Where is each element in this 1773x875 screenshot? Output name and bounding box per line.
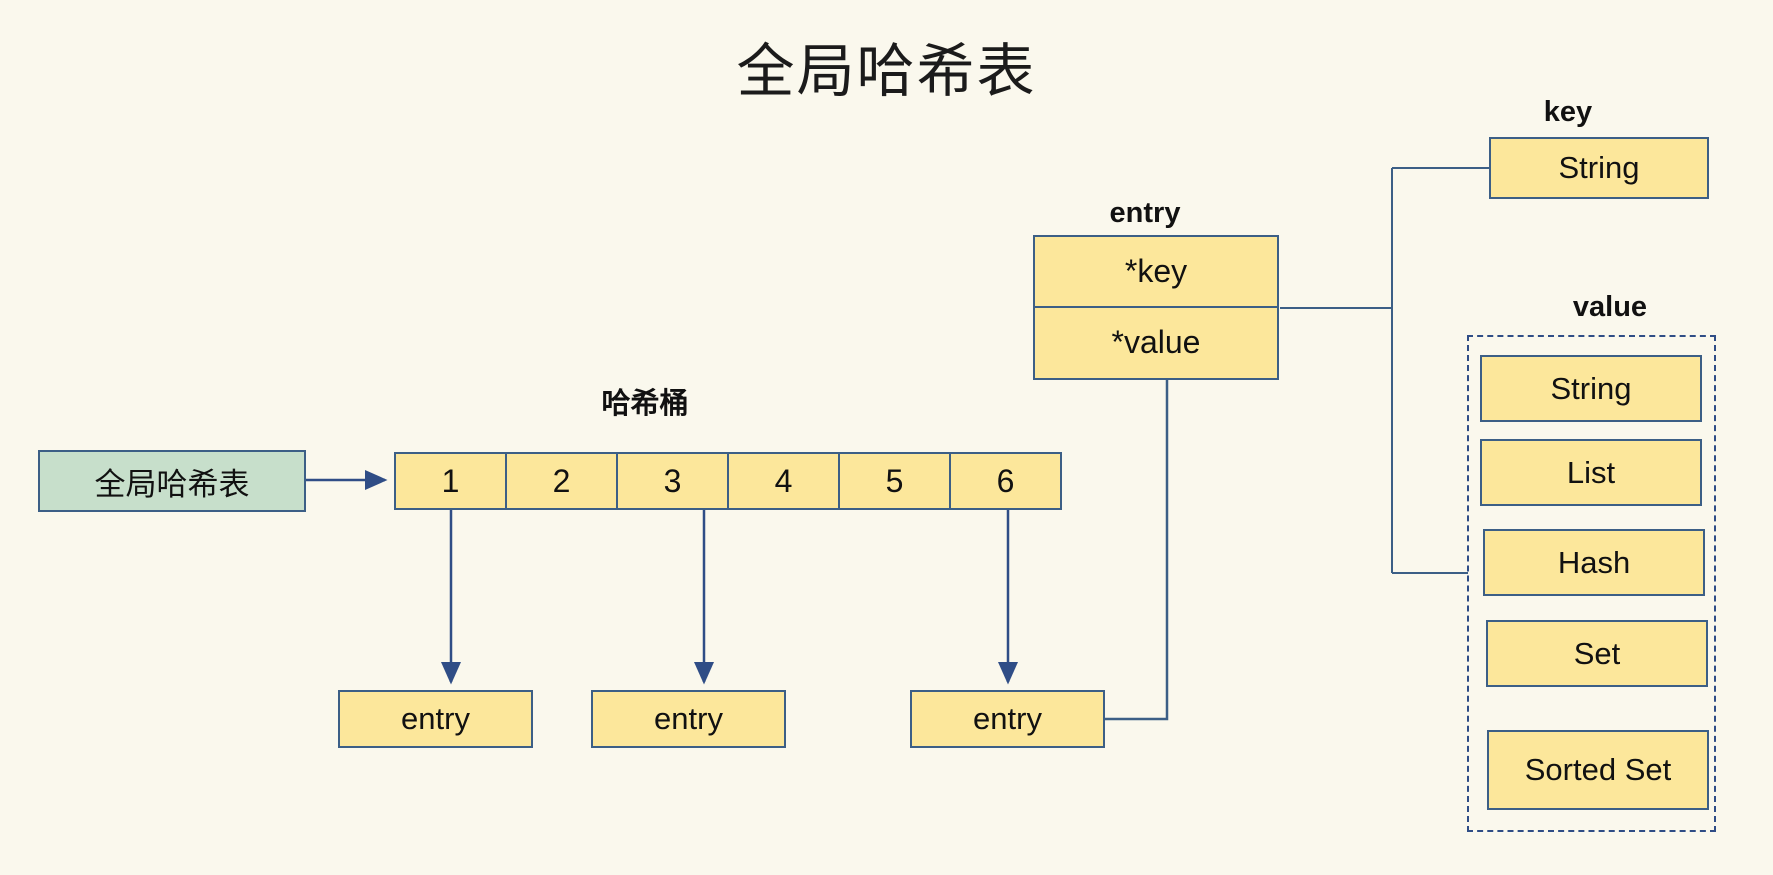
key-type-string-label: String	[1558, 150, 1640, 185]
entry-struct-title: entry	[1109, 197, 1181, 229]
value-group-container	[1467, 335, 1716, 832]
bucket-cell-4[interactable]: 4	[729, 454, 840, 508]
value-type-list-label: List	[1566, 454, 1616, 490]
entry-box-3-label: entry	[973, 701, 1042, 736]
key-type-string[interactable]: String	[1489, 137, 1709, 199]
value-type-sorted-set-label: Sorted Set	[1524, 752, 1672, 787]
value-type-sorted-set[interactable]: Sorted Set	[1487, 730, 1709, 810]
bucket-cell-3[interactable]: 3	[618, 454, 729, 508]
value-type-set[interactable]: Set	[1486, 620, 1708, 687]
bucket-cell-6[interactable]: 6	[996, 462, 1015, 499]
entry-box-2[interactable]: entry	[591, 690, 786, 748]
bucket-cell-5[interactable]: 5	[840, 454, 951, 508]
hash-bucket-array: 1 2 3 4 5 6	[394, 452, 1062, 510]
key-group-title: key	[1543, 96, 1593, 128]
page-title: 全局哈希表	[736, 39, 1037, 104]
entry-box-2-label: entry	[654, 701, 723, 736]
value-group-title: value	[1572, 291, 1648, 323]
value-type-string[interactable]: String	[1480, 355, 1702, 422]
value-type-string-label: String	[1550, 370, 1632, 406]
global-hash-table-label: 全局哈希表	[94, 466, 250, 502]
value-type-hash-label: Hash	[1557, 544, 1631, 580]
value-type-set-label: Set	[1573, 635, 1621, 671]
global-hash-table-box[interactable]: 全局哈希表	[38, 450, 306, 512]
value-type-hash[interactable]: Hash	[1483, 529, 1705, 596]
entry-struct-box: *key *value	[1033, 235, 1279, 380]
hash-bucket-title: 哈希桶	[601, 388, 689, 420]
entry-box-3[interactable]: entry	[910, 690, 1105, 748]
entry-box-1[interactable]: entry	[338, 690, 533, 748]
edge-entry3-to-entrystruct	[1104, 379, 1169, 721]
entry-box-1-label: entry	[401, 701, 470, 736]
bucket-cell-1[interactable]: 1	[396, 454, 507, 508]
entry-struct-field-key[interactable]: *key	[1035, 237, 1277, 308]
bucket-cell-2[interactable]: 2	[507, 454, 618, 508]
entry-struct-field-value[interactable]: *value	[1111, 324, 1201, 361]
value-type-list[interactable]: List	[1480, 439, 1702, 506]
